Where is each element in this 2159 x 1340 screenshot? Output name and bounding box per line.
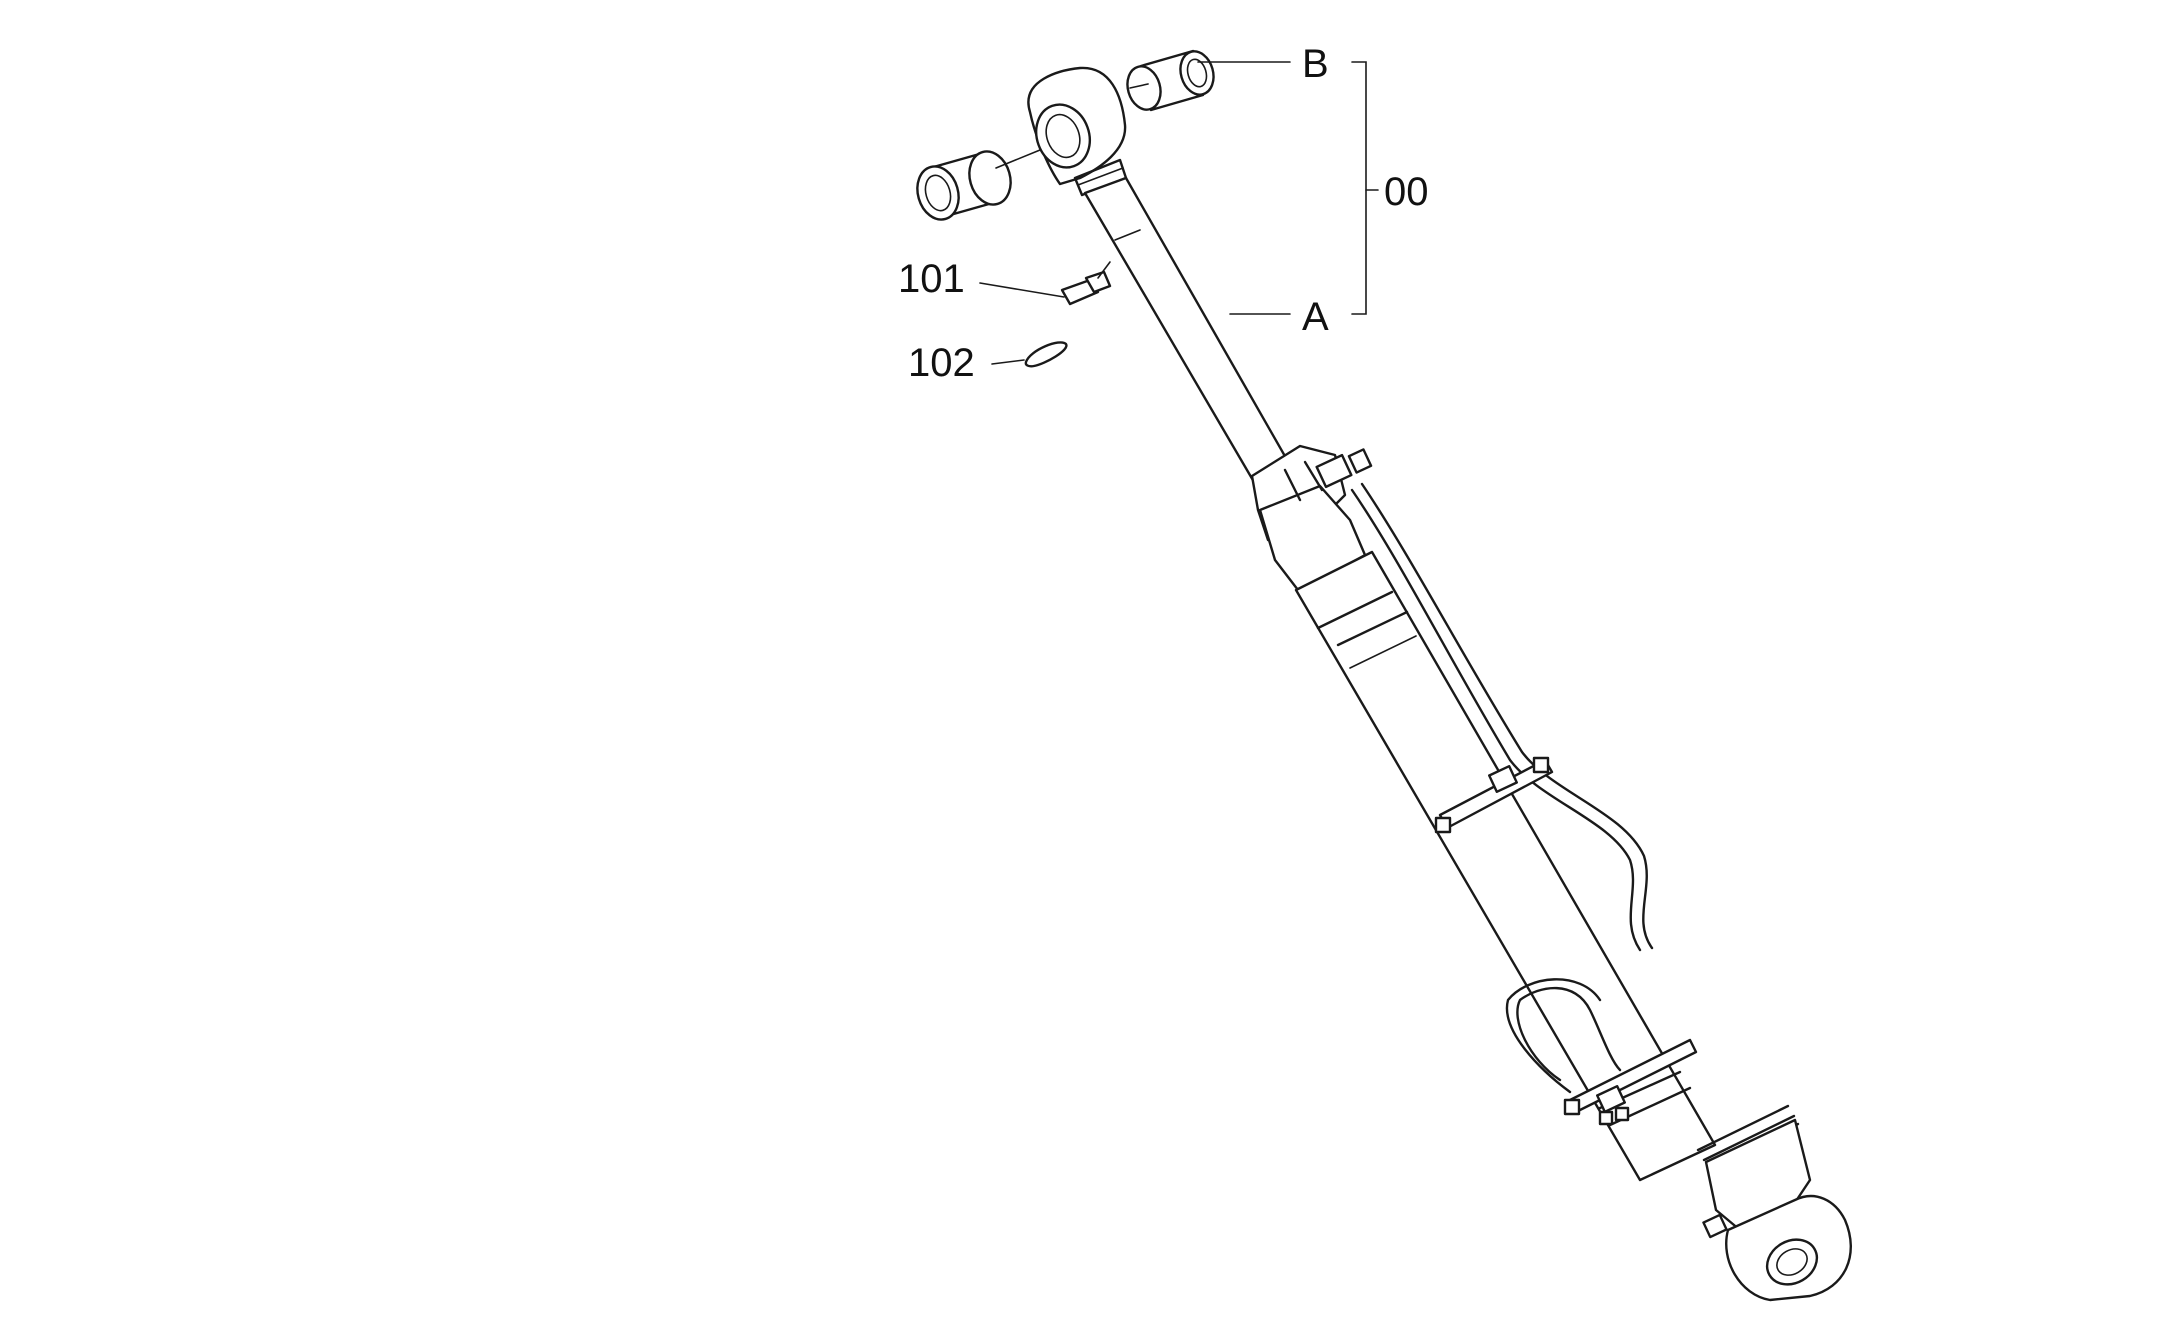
piston-rod[interactable] — [1083, 176, 1292, 484]
part-102-pin[interactable] — [1024, 341, 1068, 368]
hydraulic-pipe[interactable] — [1350, 482, 1654, 1094]
label-a: A — [1302, 295, 1329, 339]
bushing-right[interactable] — [1123, 47, 1219, 113]
cylinder-tube[interactable] — [1294, 550, 1800, 1182]
pipe-clamp-upper[interactable] — [1434, 756, 1554, 834]
pipe-clamp-lower[interactable] — [1563, 1038, 1698, 1126]
cylinder-head[interactable] — [1250, 444, 1373, 592]
cylinder-bottom-eye[interactable] — [1702, 1118, 1852, 1302]
part-101-grease-fitting[interactable] — [1060, 261, 1112, 306]
bushing-left[interactable] — [911, 147, 1016, 225]
label-101: 101 — [898, 257, 965, 301]
leader-lines — [979, 61, 1379, 365]
label-102: 102 — [908, 341, 975, 385]
rod-eye[interactable] — [1027, 66, 1128, 197]
label-assembly-00: 00 — [1384, 170, 1429, 214]
label-b: B — [1302, 42, 1329, 86]
